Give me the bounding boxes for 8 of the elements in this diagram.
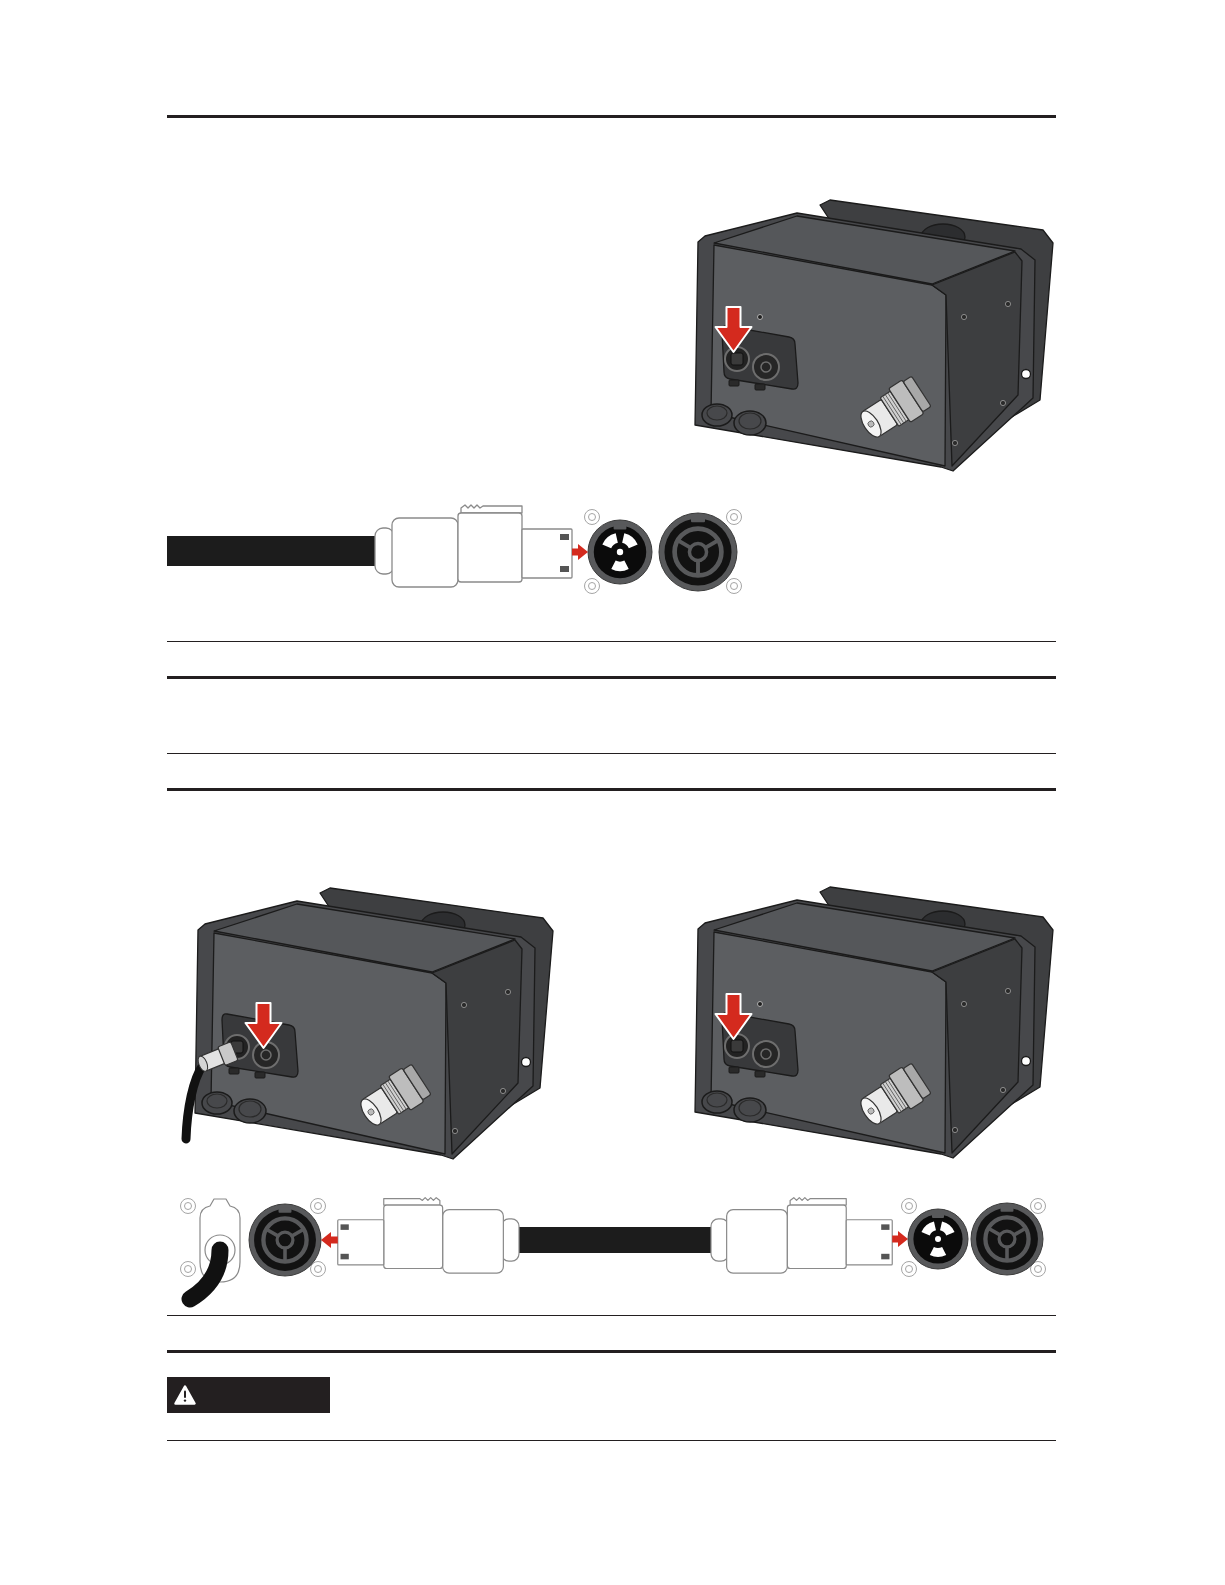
cable-illustration [337, 1197, 893, 1274]
socket-icon [587, 519, 653, 585]
arrow [572, 544, 588, 560]
socket-icon [248, 1203, 322, 1277]
cable-plug-illustration [167, 504, 573, 588]
socket-icon [907, 1208, 969, 1270]
arrow [892, 1231, 908, 1247]
arrow [321, 1232, 338, 1248]
